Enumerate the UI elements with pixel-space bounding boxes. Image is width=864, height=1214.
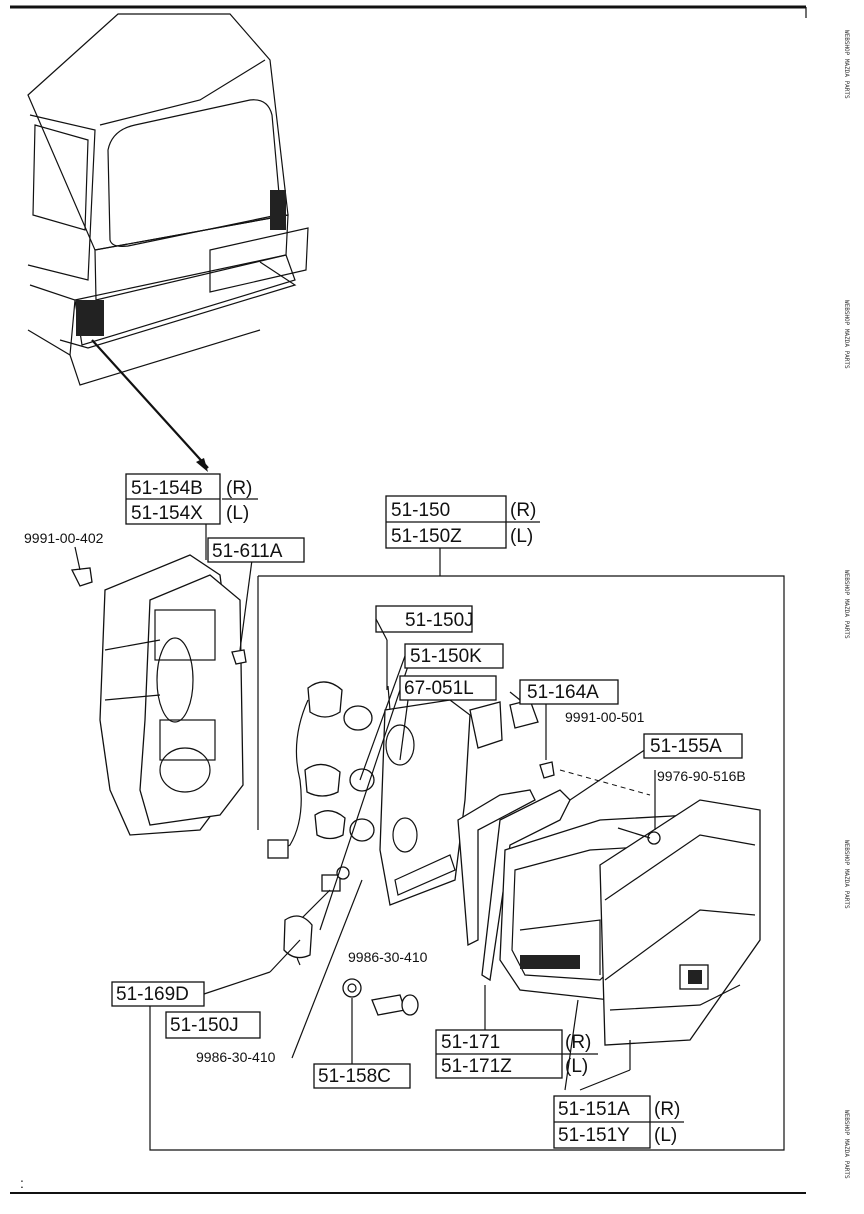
side-label-l: (L) [565,1056,588,1077]
leader-arrow [91,339,209,469]
corner-mark: : [20,1175,24,1191]
part-number: 51-158C [318,1066,391,1087]
gasket-and-packing [457,691,571,982]
part-number: 51-150K [410,646,482,667]
callout-nut-158: 51-158C [313,1063,411,1089]
callout-lens-151: 51-151A 51-151Y (R) (L) [553,1095,684,1149]
side-strip-text-1: WEBSHOP MAZDA PARTS [843,30,850,99]
side-watermark-strip: WEBSHOP MAZDA PARTS WEBSHOP MAZDA PARTS … [843,30,850,1179]
callout-screw-410-upper: 9986-30-410 [348,949,428,965]
callout-bulb-k: 51-150K [404,643,504,669]
callout-harness-169: 51-169D [111,971,271,1007]
callout-bulb-67: 67-051L [399,675,497,701]
screw-611-part [231,649,247,665]
callout-bracket-155: 51-155A [643,733,743,759]
callout-lamp-assembly: 51-150 51-150Z (R) (L) [385,495,540,549]
callout-clip-501: 9991-00-501 [565,709,645,725]
part-number-r: 51-150 [391,500,450,521]
part-number: 51-169D [116,984,189,1005]
part-number: 51-164A [527,682,599,703]
socket-clip-part [71,567,93,587]
callout-screw-516: 9976-90-516B [657,768,746,784]
part-number: 67-051L [404,678,474,699]
side-label-l: (L) [654,1125,677,1146]
side-label-l: (L) [510,526,533,547]
part-number-l: 51-151Y [558,1125,630,1146]
side-label-r: (R) [510,500,536,521]
part-number-l: 51-150Z [391,526,462,547]
part-number: 51-150J [405,610,474,631]
part-number-r: 51-154B [131,478,203,499]
right-tail-lamp-mark [270,190,286,230]
callout-gasket-171: 51-171 51-171Z (R) (L) [435,1029,598,1079]
side-label-r: (R) [654,1099,680,1120]
rear-combination-lamp-housing [71,554,247,836]
side-strip-text-4: WEBSHOP MAZDA PARTS [843,840,850,909]
side-label-r: (R) [226,478,252,499]
side-strip-text-3: WEBSHOP MAZDA PARTS [843,570,850,639]
part-number: 51-611A [212,541,283,562]
callout-screw-410-lower: 9986-30-410 [196,1049,276,1065]
side-label-l: (L) [226,503,249,524]
side-strip-text-5: WEBSHOP MAZDA PARTS [843,1110,850,1179]
callout-rear-combo-lamp: 51-154B 51-154X (R) (L) [125,473,258,525]
part-number-r: 51-171 [441,1032,500,1053]
part-number: 51-155A [650,736,722,757]
lens-assembly [499,769,761,1046]
side-label-r: (R) [565,1032,591,1053]
callout-socket-clip: 9991-00-402 [24,530,104,546]
lamp-back-plate [379,699,471,906]
left-tail-lamp-mark [76,300,104,336]
side-strip-text-2: WEBSHOP MAZDA PARTS [843,300,850,369]
part-number: 51-150J [170,1015,239,1036]
part-number-r: 51-151A [558,1099,630,1120]
callout-bulb-j-upper: 51-150J [375,605,474,641]
callout-packing-164: 51-164A [519,679,619,705]
callout-screw-611: 51-611A [207,537,305,563]
part-number-l: 51-171Z [441,1056,512,1077]
part-number-l: 51-154X [131,503,203,524]
small-hardware [342,827,661,1016]
callout-bulb-j-lower: 51-150J [165,1011,261,1039]
van-rear-illustration [27,13,309,472]
